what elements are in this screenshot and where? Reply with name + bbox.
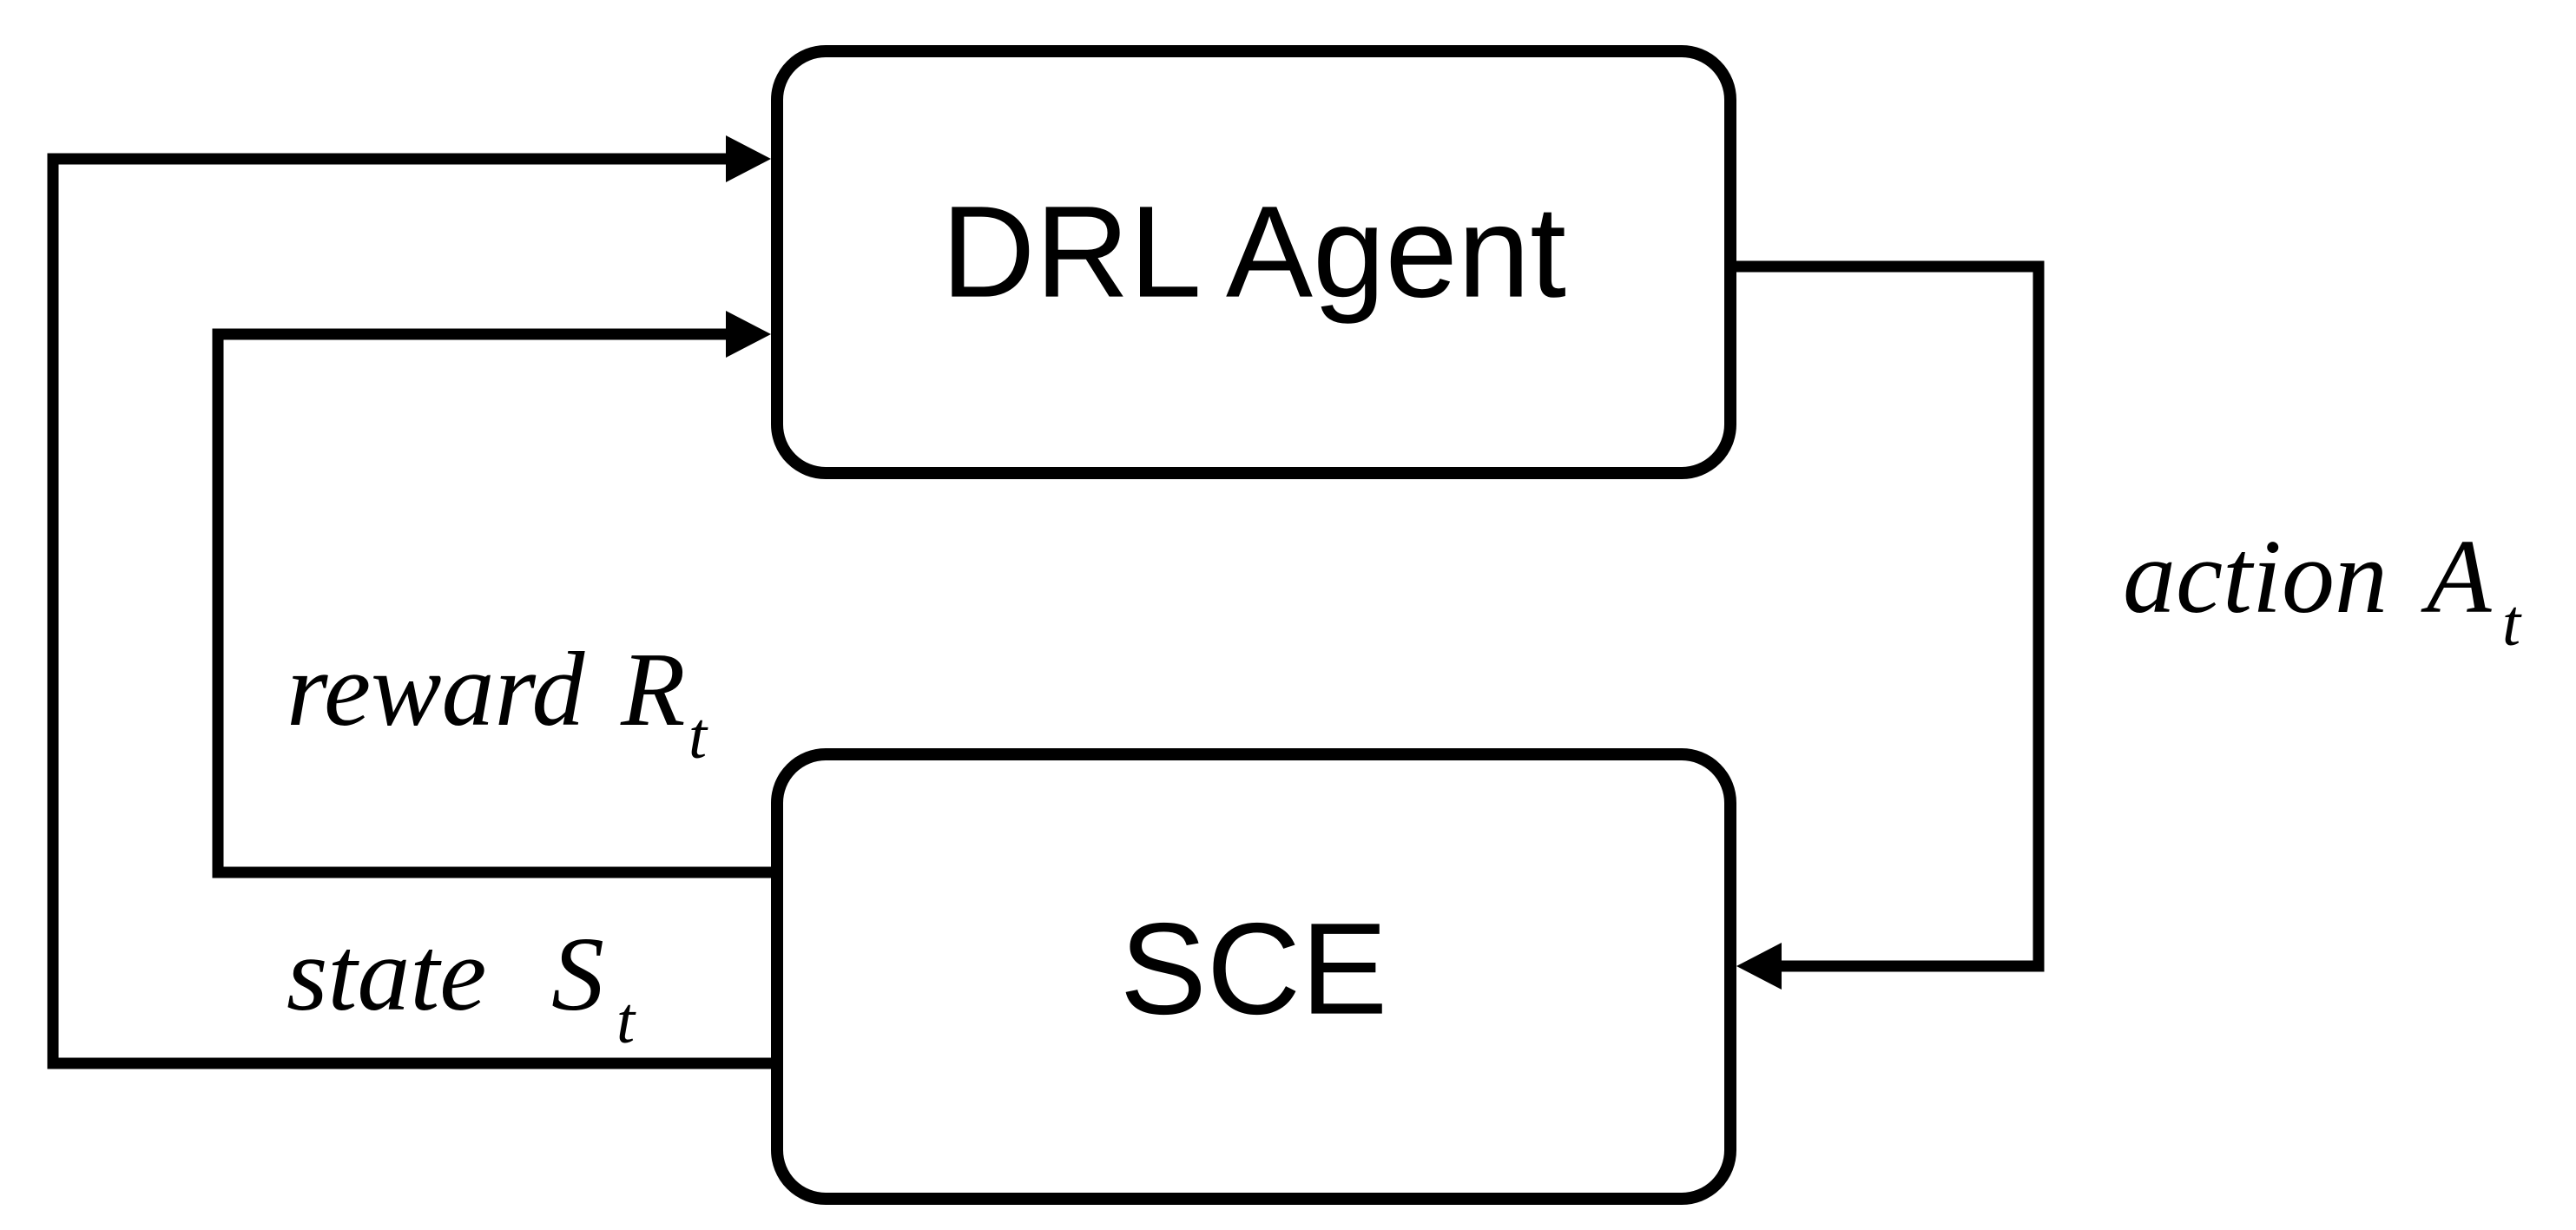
state-edge-label: state S t bbox=[287, 916, 636, 1057]
state-label-symbol: S bbox=[551, 916, 604, 1033]
drl-agent-label: DRL Agent bbox=[941, 179, 1566, 325]
reward-label-symbol: R bbox=[620, 631, 686, 748]
reward-edge-arrowhead bbox=[726, 311, 771, 358]
reward-edge bbox=[212, 311, 771, 878]
action-edge-arrowhead bbox=[1736, 943, 1782, 990]
action-label-subscript: t bbox=[2502, 587, 2522, 660]
node-sce[interactable]: SCE bbox=[771, 748, 1736, 1205]
action-edge bbox=[1736, 260, 2045, 990]
action-edge-line bbox=[1736, 260, 2045, 972]
drl-agent-box[interactable] bbox=[771, 45, 1736, 479]
action-label-text: action bbox=[2123, 518, 2388, 635]
action-edge-label: action A t bbox=[2123, 518, 2522, 660]
state-edge-line bbox=[47, 153, 771, 1069]
reward-label-text: reward bbox=[287, 631, 585, 748]
sce-label: SCE bbox=[1120, 896, 1387, 1042]
state-label-text: state bbox=[287, 916, 486, 1033]
action-label-symbol: A bbox=[2421, 518, 2492, 635]
reward-edge-line bbox=[212, 328, 771, 878]
state-edge-arrowhead bbox=[726, 135, 771, 182]
reward-label-subscript: t bbox=[688, 700, 708, 773]
reward-edge-label: reward R t bbox=[287, 631, 708, 773]
state-edge bbox=[47, 135, 771, 1069]
sce-box[interactable] bbox=[771, 748, 1736, 1205]
state-label-subscript: t bbox=[616, 984, 636, 1057]
node-drl-agent[interactable]: DRL Agent bbox=[771, 45, 1736, 479]
